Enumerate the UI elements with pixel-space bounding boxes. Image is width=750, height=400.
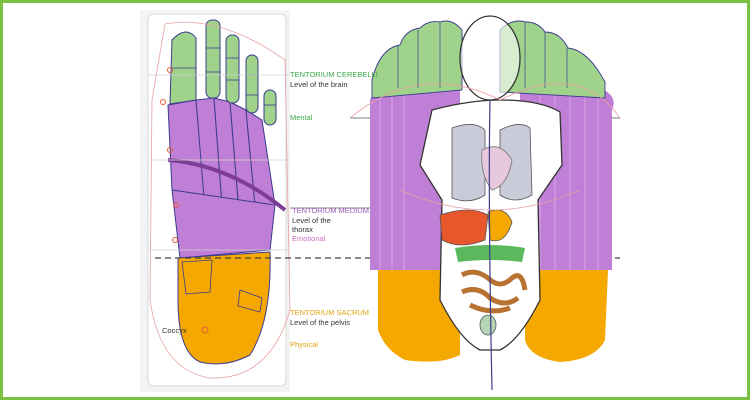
lung-right — [499, 124, 533, 201]
tentorium-sacrum-title: TENTORIUM SACRUM — [290, 308, 370, 317]
lung-left — [451, 124, 486, 202]
pelvis-level-label: Level of the pelvis — [290, 318, 351, 327]
toes-brain-zone — [371, 20, 606, 99]
thorax-level-label-1: Level of the — [292, 216, 331, 225]
heel-right-sole — [525, 270, 608, 362]
emotional-label: Emotional — [292, 234, 326, 243]
head-outline — [459, 15, 521, 101]
spine-line — [488, 99, 493, 391]
brain-level-label: Level of the brain — [290, 80, 348, 89]
tentorium-cerebelli-title: TENTORIUM CEREBELLI — [290, 70, 378, 79]
tentorium-medium-title: TENTORIUM MEDIUM — [292, 206, 369, 215]
foot-toes — [169, 19, 277, 126]
mental-label: Mental — [290, 113, 313, 122]
thorax-level-label-2: thorax — [292, 225, 313, 234]
bladder — [479, 314, 497, 336]
diaphragm-line — [167, 158, 287, 212]
liver — [439, 209, 489, 246]
coccyx-label: Coccyx — [162, 326, 187, 335]
foot-metatarsals — [167, 97, 276, 259]
physical-label: Physical — [290, 340, 318, 349]
